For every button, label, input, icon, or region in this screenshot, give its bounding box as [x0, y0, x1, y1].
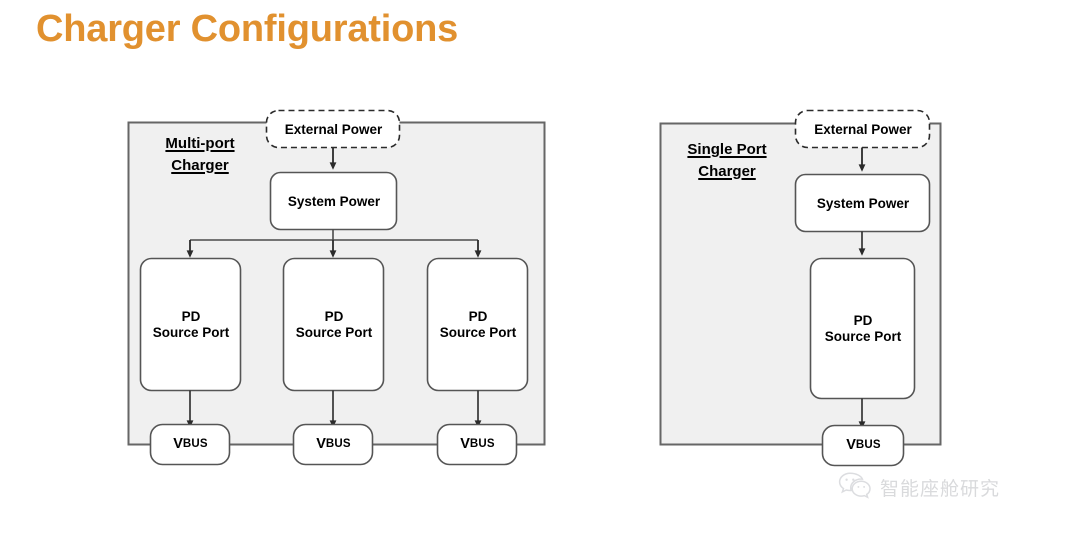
vbus-box-left-1 — [149, 423, 231, 466]
external-power-box-left — [265, 109, 401, 149]
system-power-box-right — [794, 173, 931, 233]
external-power-box-right — [794, 109, 931, 149]
vbus-box-left-3 — [436, 423, 518, 466]
system-power-box-left — [269, 171, 398, 231]
watermark-text: 智能座舱研究 — [880, 478, 1001, 500]
pd-source-port-box-left-1 — [139, 257, 242, 392]
panel-multi-port — [127, 109, 546, 466]
vbus-box-right-1 — [821, 424, 905, 467]
wechat-logo-icon — [838, 471, 872, 504]
panel-single-port — [659, 109, 942, 467]
pd-source-port-box-left-2 — [282, 257, 385, 392]
page-title: Charger Configurations — [36, 8, 459, 50]
vbus-box-left-2 — [292, 423, 374, 466]
pd-source-port-box-left-3 — [426, 257, 529, 392]
pd-source-port-box-right-1 — [809, 257, 916, 400]
watermark: 智能座舱研究 — [838, 471, 1000, 504]
